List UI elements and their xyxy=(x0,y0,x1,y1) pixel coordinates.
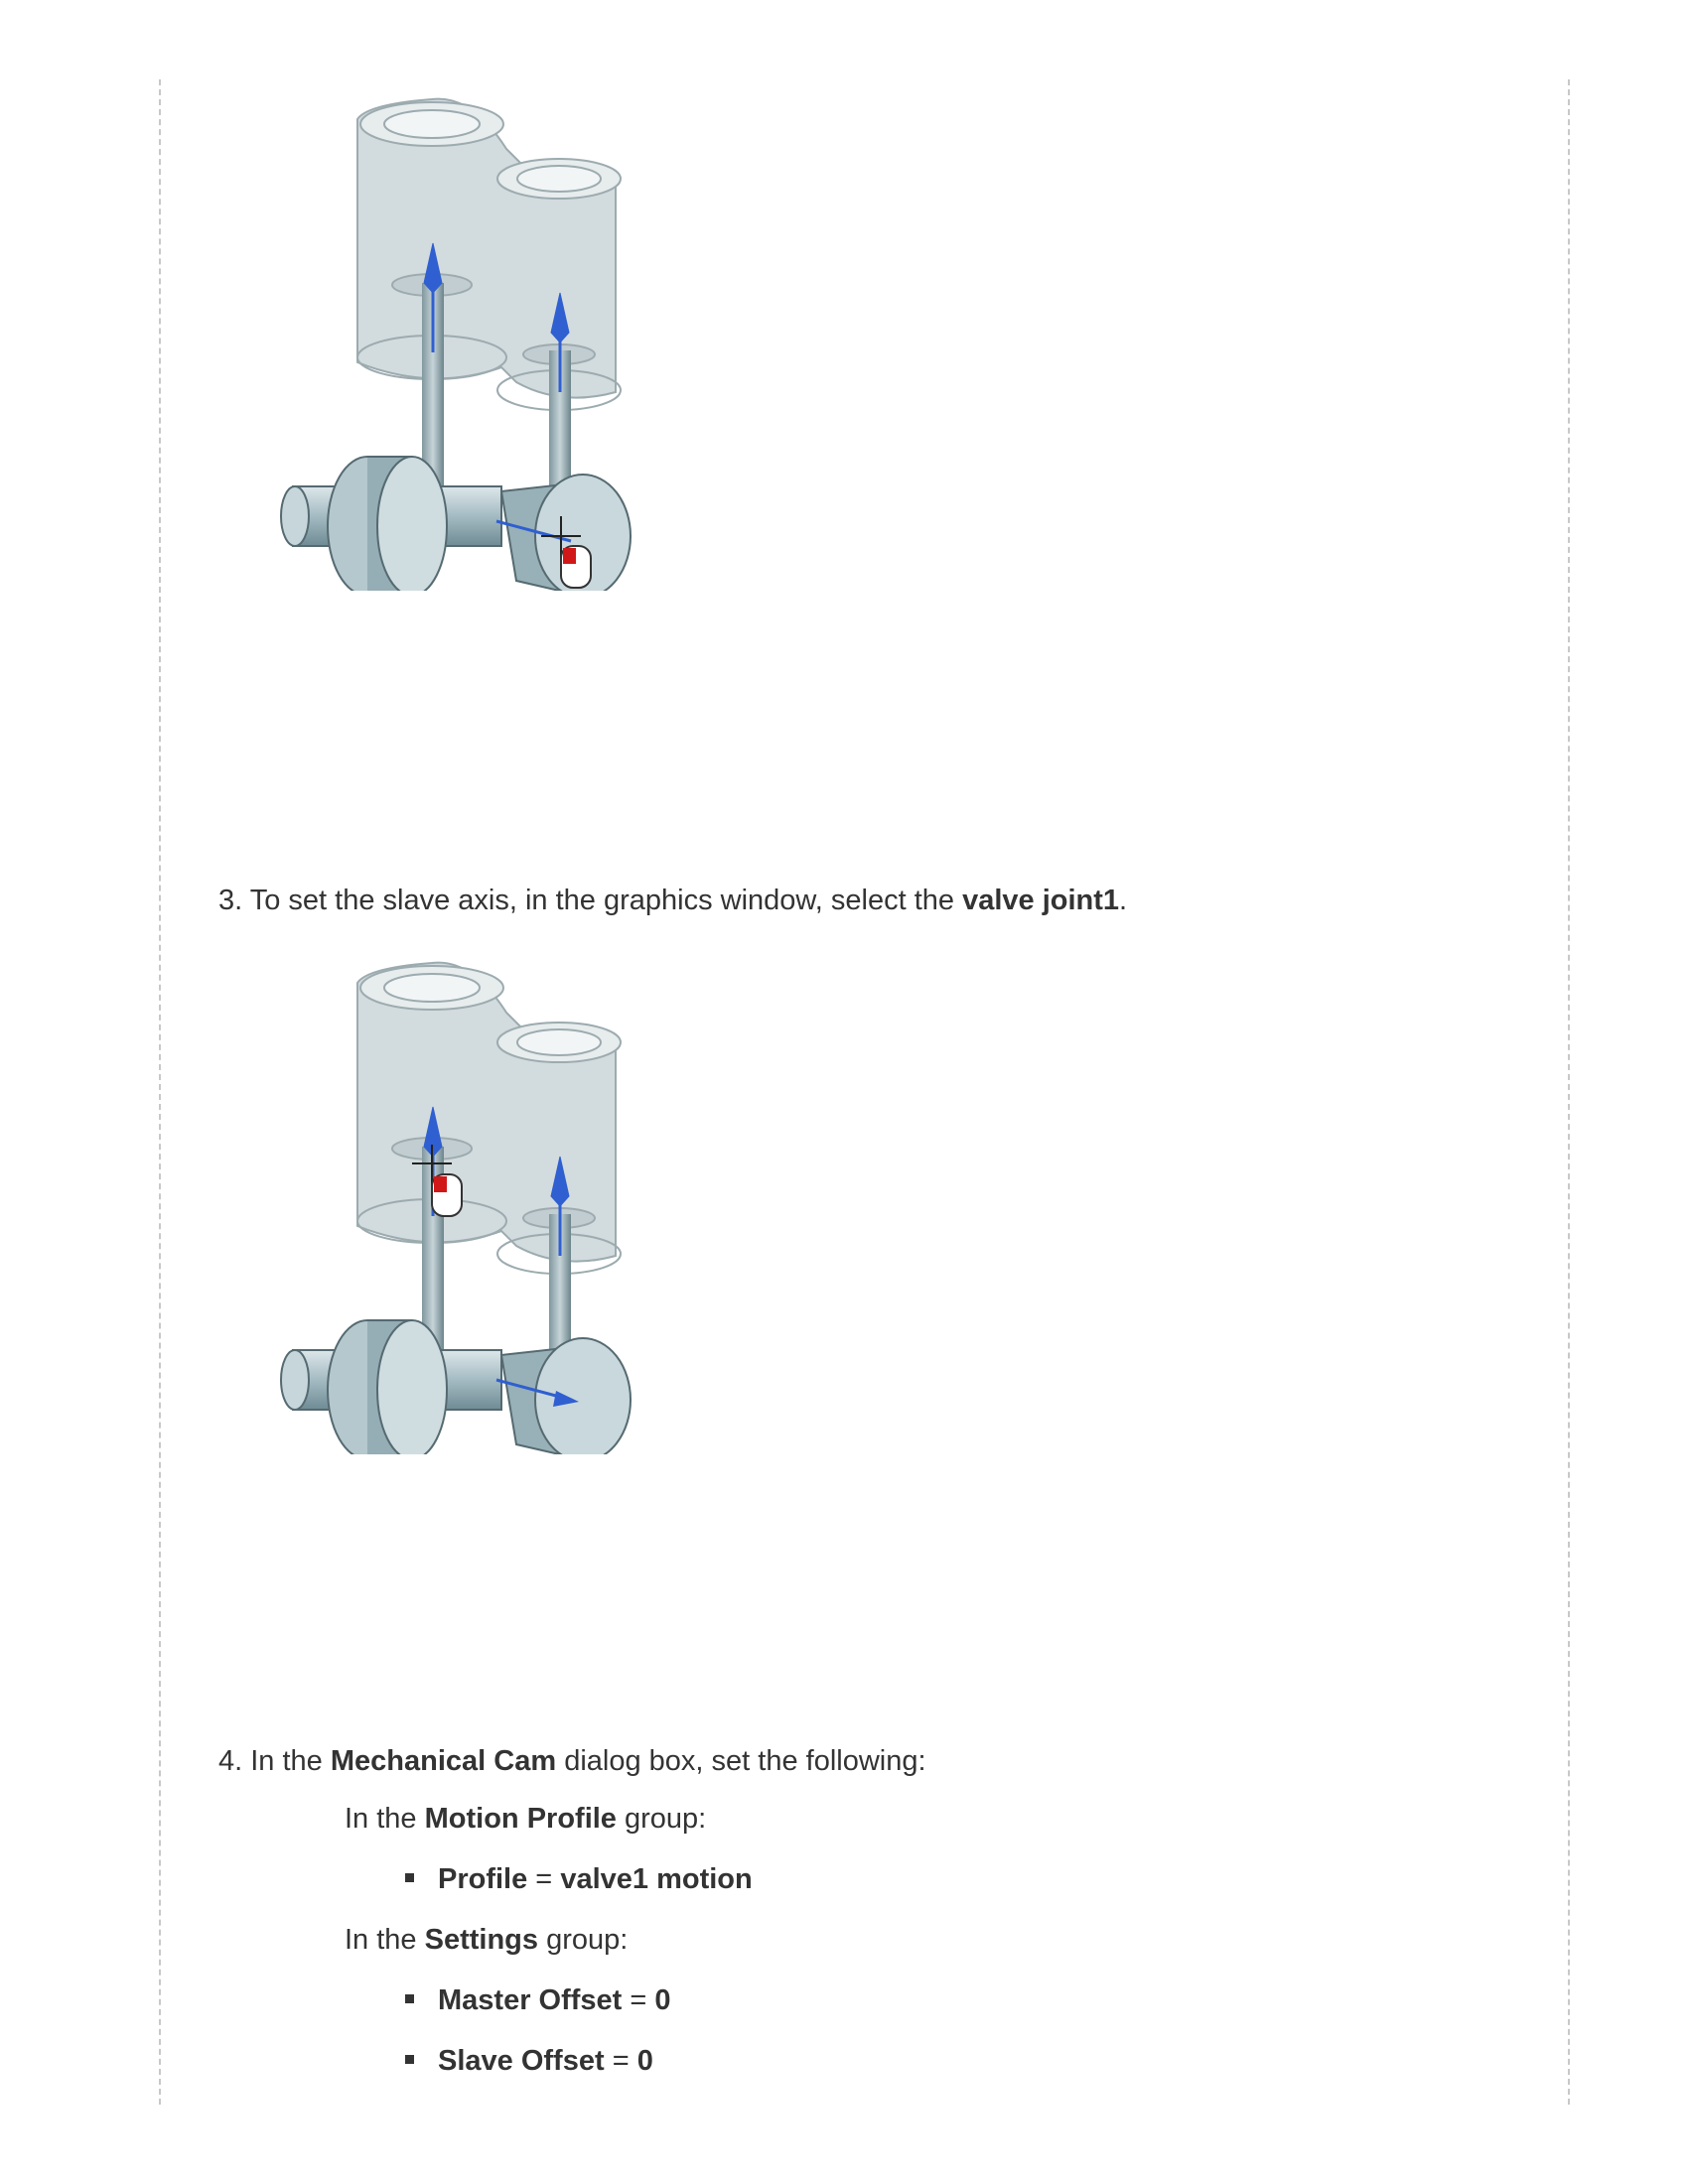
motion-profile-label: Motion Profile xyxy=(424,1803,617,1835)
step-3-text: To set the slave axis, in the graphics w… xyxy=(249,885,963,916)
equals-sign: = xyxy=(604,2045,637,2077)
profile-value: valve1 motion xyxy=(560,1863,753,1895)
step-3-instruction: 3. To set the slave axis, in the graphic… xyxy=(218,884,1127,917)
profile-label: Profile xyxy=(438,1863,528,1895)
settings-label: Settings xyxy=(424,1924,539,1956)
list-item: Profile = valve1 motion xyxy=(405,1862,753,1896)
valve-joint1-label: valve joint1 xyxy=(962,885,1120,916)
step-4-post: dialog box, set the following: xyxy=(556,1745,926,1777)
equals-sign: = xyxy=(527,1863,561,1895)
camshaft xyxy=(280,1319,632,1454)
equals-sign: = xyxy=(622,1984,655,2016)
valve-housing xyxy=(356,97,622,411)
cam-assembly-illustration xyxy=(280,961,632,1454)
mechanical-cam-label: Mechanical Cam xyxy=(330,1745,557,1777)
valve-housing xyxy=(356,961,622,1275)
right-page-guide xyxy=(1568,79,1570,2105)
cam-assembly-figure-1 xyxy=(273,94,710,591)
cam-axis-line xyxy=(495,519,572,543)
mouse-cursor-icon xyxy=(541,516,592,589)
settings-post: group: xyxy=(538,1924,629,1956)
cam-axis-arrow xyxy=(495,1378,579,1407)
slave-offset-value: 0 xyxy=(636,2045,653,2077)
cam-assembly-illustration xyxy=(280,97,632,591)
step-4-number: 4. xyxy=(218,1745,243,1777)
bullet-square-icon xyxy=(405,1993,414,2003)
slave-offset-label: Slave Offset xyxy=(438,2045,605,2077)
step-3-number: 3. xyxy=(218,885,243,916)
list-item: Slave Offset = 0 xyxy=(405,2044,653,2078)
motion-profile-group-line: In the Motion Profile group: xyxy=(345,1802,706,1836)
valve-rod-left xyxy=(422,283,444,491)
master-offset-value: 0 xyxy=(654,1984,671,2016)
left-page-guide xyxy=(159,79,161,2105)
step-4-pre: In the xyxy=(250,1745,331,1777)
settings-pre: In the xyxy=(345,1924,425,1956)
axis-arrows xyxy=(423,242,570,392)
bullet-square-icon xyxy=(405,1872,414,1882)
motion-profile-pre: In the xyxy=(345,1803,425,1835)
cam-assembly-figure-2 xyxy=(273,958,710,1454)
step-3-end: . xyxy=(1119,885,1128,916)
step-4-instruction: 4. In the Mechanical Cam dialog box, set… xyxy=(218,1744,926,1778)
bullet-square-icon xyxy=(405,2054,414,2064)
list-item: Master Offset = 0 xyxy=(405,1983,671,2017)
motion-profile-post: group: xyxy=(616,1803,707,1835)
master-offset-label: Master Offset xyxy=(438,1984,623,2016)
mouse-cursor-icon xyxy=(412,1145,463,1217)
settings-group-line: In the Settings group: xyxy=(345,1923,628,1957)
